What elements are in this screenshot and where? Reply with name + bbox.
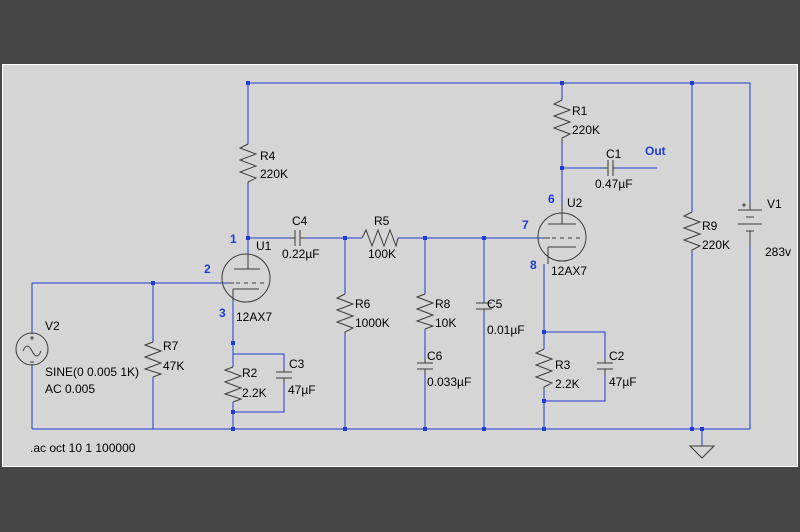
- c4-value: 0.22µF: [282, 247, 320, 261]
- output-label: Out: [645, 144, 666, 158]
- r9-ref: R9: [702, 219, 718, 233]
- r8-ref: R8: [435, 297, 451, 311]
- resistor-r5[interactable]: [361, 228, 399, 248]
- resistor-r3[interactable]: [534, 348, 554, 389]
- capacitor-c5[interactable]: [476, 302, 492, 312]
- v1-value: 283v: [765, 245, 791, 259]
- capacitor-c1[interactable]: [604, 160, 616, 176]
- resistor-r1[interactable]: [552, 99, 572, 142]
- pin-u2-cathode: 8: [530, 258, 537, 272]
- r7-value: 47K: [163, 359, 184, 373]
- schematic-sheet: R4 220K R1 220K C1 0.47µF Out C4 0.22µF …: [2, 64, 798, 467]
- r4-value: 220K: [260, 167, 288, 181]
- c6-value: 0.033µF: [427, 375, 471, 389]
- v2-ref: V2: [45, 319, 60, 333]
- u2-ref: U2: [567, 196, 583, 210]
- resistor-r9[interactable]: [682, 211, 702, 252]
- wires: [31, 82, 751, 446]
- pin-u2-grid: 7: [522, 218, 529, 232]
- c3-ref: C3: [289, 357, 305, 371]
- r6-ref: R6: [355, 297, 371, 311]
- c1-ref: C1: [606, 147, 622, 161]
- c5-ref: C5: [487, 297, 503, 311]
- spice-directive: .ac oct 10 1 100000: [30, 441, 136, 455]
- capacitor-c6[interactable]: [417, 359, 433, 374]
- c4-ref: C4: [292, 214, 308, 228]
- r1-value: 220K: [572, 123, 600, 137]
- voltage-source-v2[interactable]: [15, 332, 49, 366]
- pin-u1-cathode: 3: [219, 306, 226, 320]
- r2-value: 2.2K: [242, 386, 267, 400]
- ground-symbol: [688, 445, 716, 459]
- v2-value-line2: AC 0.005: [45, 382, 95, 396]
- r7-ref: R7: [163, 339, 179, 353]
- r5-ref: R5: [374, 214, 390, 228]
- junctions: [151, 81, 704, 431]
- u1-ref: U1: [256, 239, 272, 253]
- resistor-r2[interactable]: [223, 366, 243, 403]
- schematic-canvas: R4 220K R1 220K C1 0.47µF Out C4 0.22µF …: [2, 64, 798, 467]
- resistor-r6[interactable]: [335, 293, 355, 334]
- r8-value: 10K: [435, 316, 456, 330]
- capacitor-c3[interactable]: [276, 369, 292, 382]
- r5-value: 100K: [368, 247, 396, 261]
- c2-ref: C2: [609, 349, 625, 363]
- r6-value: 1000K: [355, 316, 390, 330]
- c6-ref: C6: [427, 349, 443, 363]
- r4-ref: R4: [260, 149, 276, 163]
- triode-u2[interactable]: [537, 204, 587, 264]
- u2-value: 12AX7: [551, 264, 587, 278]
- pin-u2-plate: 6: [548, 192, 555, 206]
- r3-ref: R3: [555, 358, 571, 372]
- r1-ref: R1: [572, 104, 588, 118]
- u1-value: 12AX7: [236, 310, 272, 324]
- r9-value: 220K: [702, 238, 730, 252]
- c5-value: 0.01µF: [487, 323, 525, 337]
- c1-value: 0.47µF: [595, 177, 633, 191]
- resistor-r7[interactable]: [143, 341, 163, 378]
- labels: R4 220K R1 220K C1 0.47µF Out C4 0.22µF …: [30, 104, 791, 455]
- resistor-r8[interactable]: [415, 293, 435, 330]
- capacitor-c4[interactable]: [290, 230, 305, 246]
- battery-v1[interactable]: [738, 202, 762, 246]
- c3-value: 47µF: [288, 383, 316, 397]
- v1-ref: V1: [767, 197, 782, 211]
- capacitor-c2[interactable]: [597, 359, 613, 374]
- triode-u1[interactable]: [221, 253, 271, 303]
- c2-value: 47µF: [609, 375, 637, 389]
- v2-value-line1: SINE(0 0.005 1K): [45, 365, 139, 379]
- r3-value: 2.2K: [555, 377, 580, 391]
- pin-u1-plate: 1: [230, 232, 237, 246]
- pin-u1-grid: 2: [204, 262, 211, 276]
- r2-ref: R2: [242, 366, 258, 380]
- resistor-r4[interactable]: [238, 143, 258, 184]
